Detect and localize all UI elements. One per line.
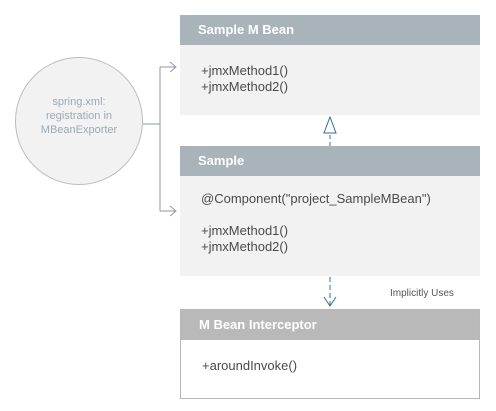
spring-line: spring.xml:	[52, 96, 106, 108]
component-annotation: @Component("project_SampleMBean")	[201, 191, 431, 206]
spring-line: MBeanExporter	[40, 124, 118, 136]
registration-bracket	[143, 66, 175, 212]
spring-registration-circle: spring.xml: registration in MBeanExporte…	[15, 57, 143, 185]
method-item: +jmxMethod1()	[201, 63, 289, 78]
sample-mbean-title: Sample M Bean	[180, 15, 480, 45]
realization-triangle	[323, 115, 337, 134]
method-item: +jmxMethod1()	[201, 223, 289, 238]
sample-mbean-methods: +jmxMethod1() +jmxMethod2()	[180, 45, 480, 95]
spring-registration-text: spring.xml: registration in MBeanExporte…	[41, 95, 117, 137]
sample-body: @Component("project_SampleMBean") +jmxMe…	[180, 176, 480, 255]
arrow-head-to-sample	[169, 205, 177, 217]
sample-title: Sample	[180, 146, 480, 176]
mbean-interceptor-class-box: M Bean Interceptor +aroundInvoke()	[180, 309, 480, 399]
arrow-head-to-mbean	[169, 61, 177, 73]
spring-line: registration in	[45, 110, 113, 122]
sample-class-box: Sample @Component("project_SampleMBean")…	[180, 146, 480, 276]
sample-mbean-class-box: Sample M Bean +jmxMethod1() +jmxMethod2(…	[180, 15, 480, 115]
implicitly-uses-label: Implicitly Uses	[390, 288, 454, 299]
interceptor-title: M Bean Interceptor	[181, 310, 479, 340]
dependency-arrowhead	[323, 296, 337, 307]
interceptor-methods: +aroundInvoke()	[181, 340, 479, 374]
method-item: +jmxMethod2()	[201, 79, 289, 94]
method-item: +jmxMethod2()	[201, 239, 289, 254]
method-item: +aroundInvoke()	[202, 358, 298, 373]
